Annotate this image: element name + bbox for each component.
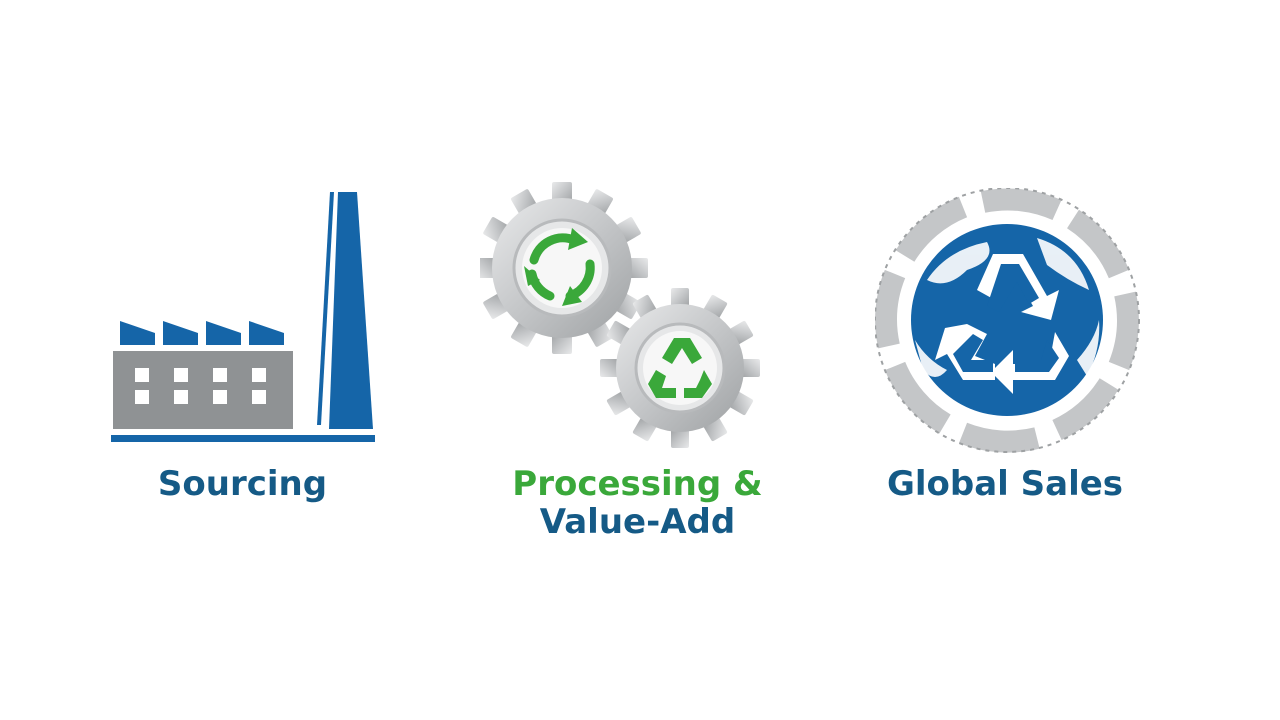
processing-label: Processing & — [512, 464, 763, 504]
globe-recycle-icon — [874, 187, 1140, 458]
global-sales-label: Global Sales — [886, 464, 1124, 504]
gear-recycle-icon — [476, 180, 780, 460]
value-add-label: Value-Add — [539, 502, 736, 542]
sourcing-label: Sourcing — [157, 464, 328, 504]
factory-icon — [105, 185, 385, 460]
